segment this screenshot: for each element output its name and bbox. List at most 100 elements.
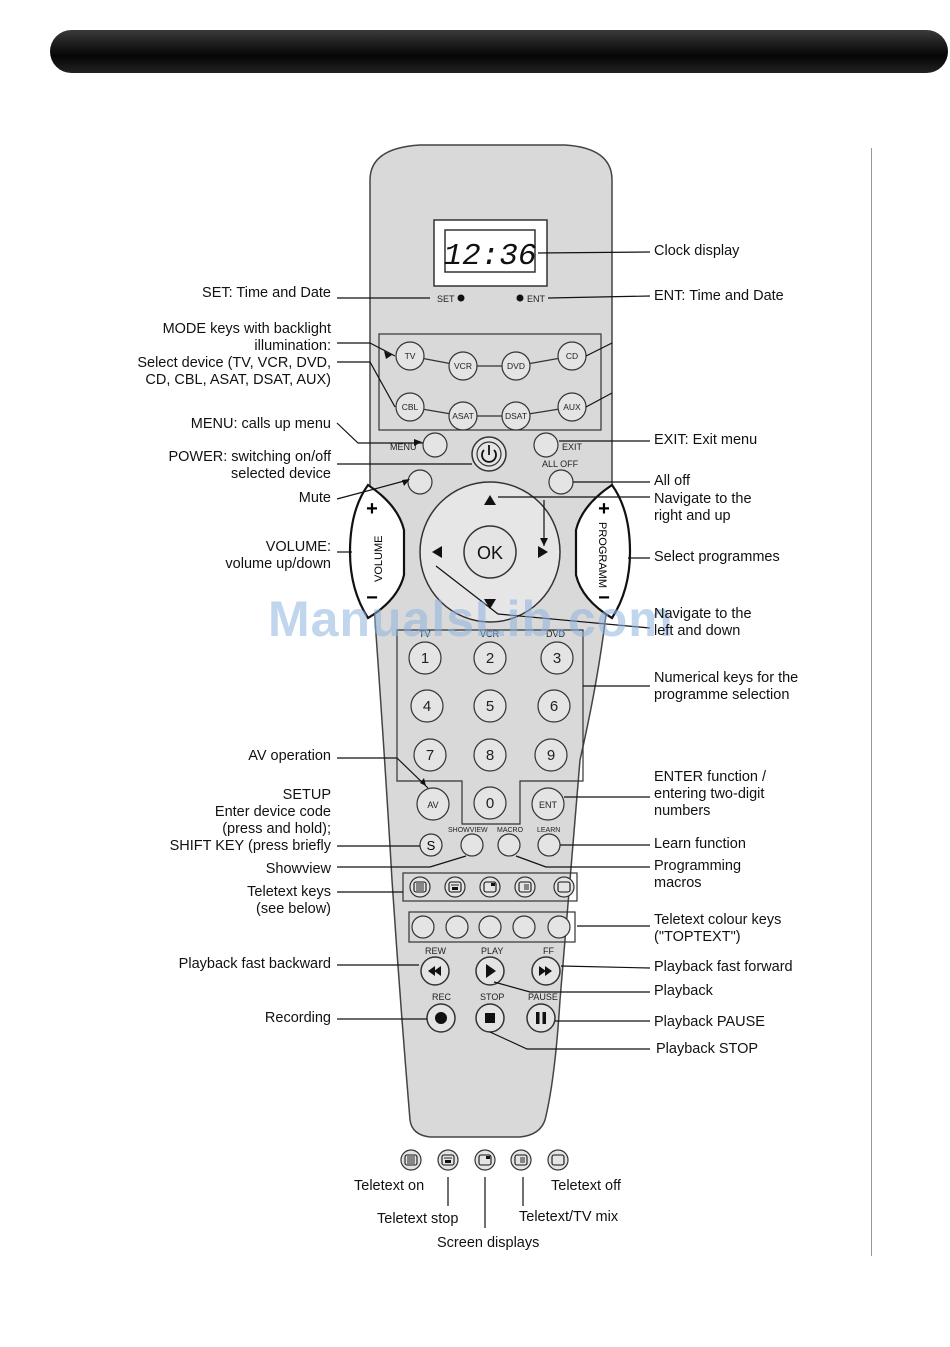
label-teletext-keys: Teletext keys (see below) (247, 884, 331, 917)
stop-icon (485, 1013, 495, 1023)
mode-key-label: ASAT (452, 411, 474, 421)
ent-key[interactable] (531, 787, 565, 821)
label-set: SET: Time and Date (202, 285, 331, 301)
digit-key-5[interactable] (473, 689, 507, 723)
exit-key[interactable] (533, 432, 559, 458)
digit-key-3[interactable] (540, 641, 574, 675)
mode-key-dvd[interactable] (501, 351, 531, 381)
colour-key-5[interactable] (547, 915, 571, 939)
label-rew: Playback fast backward (178, 956, 331, 972)
digit-key-label: 9 (547, 747, 555, 764)
label-nav-up: Navigate to the right and up (654, 491, 752, 524)
screen-display-icon[interactable] (479, 876, 501, 898)
digit-key-2[interactable] (473, 641, 507, 675)
pause-key[interactable] (526, 1003, 556, 1033)
colour-key-1[interactable] (411, 915, 435, 939)
mode-key-label: CBL (402, 402, 419, 412)
digit-key-label: 3 (553, 650, 561, 667)
label-ent-time: ENT: Time and Date (654, 288, 784, 304)
digit-key-6[interactable] (537, 689, 571, 723)
volume-minus: − (366, 587, 378, 609)
showview-key[interactable] (460, 833, 484, 857)
ok-key[interactable] (463, 525, 517, 579)
colour-key-3[interactable] (478, 915, 502, 939)
label-macros: Programming macros (654, 858, 742, 891)
label-nav-down: Navigate to the left and down (654, 606, 752, 639)
showview-label: SHOWVIEW (448, 827, 488, 834)
av-key[interactable] (416, 787, 450, 821)
digit-key-label: 7 (426, 747, 434, 764)
mode-key-asat[interactable] (448, 401, 478, 431)
colour-key-4[interactable] (512, 915, 536, 939)
label-pause: Playback PAUSE (654, 1014, 765, 1030)
learn-key[interactable] (537, 833, 561, 857)
digit-key-4[interactable] (410, 689, 444, 723)
programm-plus: + (598, 498, 610, 520)
legend-teletext-off-icon (547, 1149, 569, 1171)
mute-key[interactable] (407, 469, 433, 495)
av-key-label: AV (427, 800, 438, 810)
mode-key-label: DVD (507, 361, 525, 371)
arrow-left-icon (432, 546, 442, 558)
mode-keys-frame (378, 333, 602, 431)
teletext-off-icon[interactable] (553, 876, 575, 898)
label-mode: MODE keys with backlight illumination: S… (137, 321, 331, 388)
all-off-key[interactable] (548, 469, 574, 495)
label-programmes: Select programmes (654, 549, 780, 565)
numeric-keys-frame (396, 629, 584, 825)
digit-key-label: 8 (486, 747, 494, 764)
colour-key-2[interactable] (445, 915, 469, 939)
mode-key-label: DSAT (505, 411, 527, 421)
label-volume: VOLUME: volume up/down (225, 539, 331, 572)
colour-keys (411, 915, 571, 939)
digit-key-7[interactable] (413, 738, 447, 772)
digit-key-label: 4 (423, 698, 431, 715)
rec-label: REC (432, 992, 452, 1002)
watermark: ManualsLib.com (268, 591, 674, 647)
label-menu: MENU: calls up menu (190, 416, 331, 432)
label-setup: SETUP Enter device code (press and hold)… (169, 787, 331, 854)
digit-header-tv: TV (419, 629, 431, 639)
mode-key-vcr[interactable] (448, 351, 478, 381)
teletext-on-icon[interactable] (409, 876, 431, 898)
rewind-icon (428, 966, 441, 976)
digit-key-9[interactable] (534, 738, 568, 772)
set-small-label: SET (437, 294, 455, 304)
pause-icon (536, 1012, 546, 1024)
label-mute: Mute (298, 490, 331, 506)
mode-key-cbl[interactable] (395, 392, 425, 422)
digit-header-dvd: DVD (546, 629, 566, 639)
digit-key-label: 1 (421, 650, 429, 667)
fast-forward-icon (539, 966, 552, 976)
play-label: PLAY (481, 946, 503, 956)
label-showview: Showview (265, 861, 331, 877)
menu-key[interactable] (422, 432, 448, 458)
mode-key-label: CD (566, 351, 578, 361)
label-av: AV operation (248, 748, 331, 764)
digit-key-8[interactable] (473, 738, 507, 772)
volume-rocker (348, 483, 406, 620)
shift-key[interactable] (419, 833, 443, 857)
arrow-down-icon (484, 599, 496, 609)
mode-key-tv[interactable] (395, 341, 425, 371)
digit-key-0[interactable] (473, 786, 507, 820)
legend-teletext-on-icon (400, 1149, 422, 1171)
learn-label: LEARN (537, 827, 560, 834)
programm-rocker (574, 483, 632, 620)
arrow-up-icon (484, 495, 496, 505)
mode-key-dsat[interactable] (501, 401, 531, 431)
label-power: POWER: switching on/off selected device (168, 449, 331, 482)
arrow-right-icon (538, 546, 548, 558)
programm-label: PROGRAMM (596, 522, 608, 588)
clock-screen (444, 229, 536, 273)
legend-teletext-on: Teletext on (354, 1178, 425, 1194)
macro-key[interactable] (497, 833, 521, 857)
label-rec: Recording (264, 1010, 331, 1026)
macro-label: MACRO (497, 827, 524, 834)
label-colour: Teletext colour keys ("TOPTEXT") (654, 912, 782, 945)
legend-screen-displays: Screen displays (437, 1235, 540, 1251)
menu-key-label: MENU (390, 442, 417, 452)
digit-key-1[interactable] (408, 641, 442, 675)
digit-key-label: 6 (550, 698, 558, 715)
